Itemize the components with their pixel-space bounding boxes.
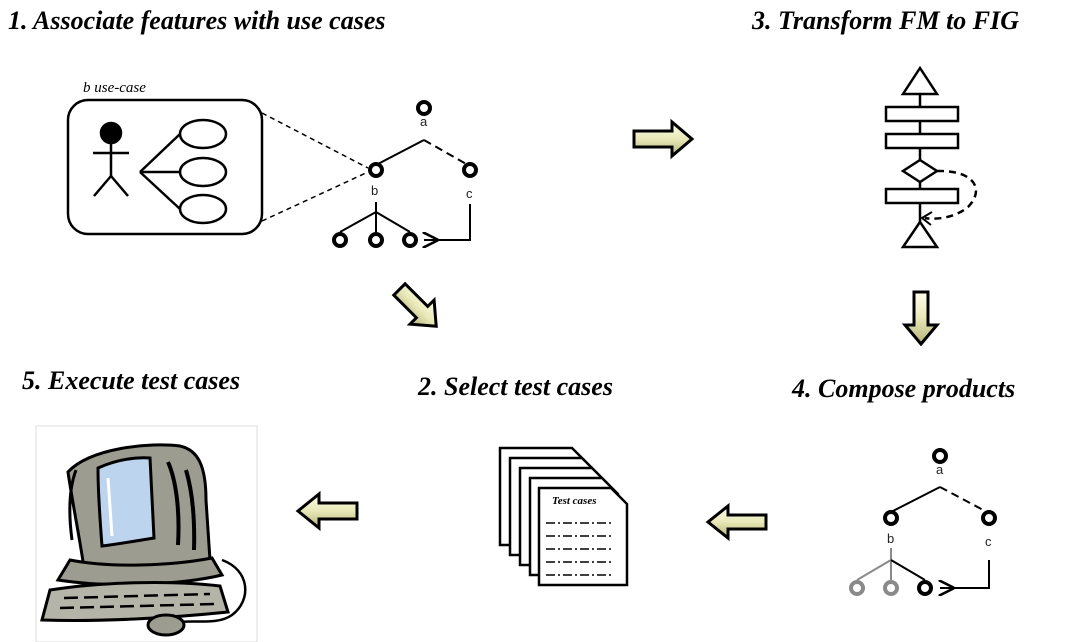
fig-dashed-loop [924, 169, 978, 220]
step5-title: 5. Execute test cases [22, 366, 241, 395]
compose-node-a [932, 448, 948, 464]
flow-arrow-step1-to-step3 [632, 118, 695, 160]
flow-arrow-step3-to-step4 [901, 290, 941, 347]
feature-label-a: a [420, 114, 428, 129]
step3-title: 3. Transform FM to FIG [752, 6, 1020, 35]
flow-arrow-step1-to-step2 [391, 281, 438, 328]
fig-block-1 [884, 105, 960, 123]
callout-line-top [261, 112, 369, 169]
fig-diagram [884, 65, 978, 249]
compose-label-a: a [936, 462, 944, 477]
compose-label-c: c [985, 534, 992, 549]
feature-label-b: b [371, 183, 378, 198]
step4-title: 4. Compose products [792, 374, 1016, 403]
compose-node-c [981, 510, 997, 526]
compose-label-b: b [887, 531, 894, 546]
feature-node-a [416, 100, 432, 116]
computer-icon [35, 425, 258, 642]
compose-tree: a b c [849, 448, 997, 596]
step2-title: 2. Select test cases [418, 372, 613, 401]
feature-node-b1 [332, 232, 348, 248]
usecase-ellipses [139, 118, 228, 225]
usecase-box-label: b use-case [83, 80, 146, 96]
feature-node-b3 [402, 232, 418, 248]
fig-end-triangle [900, 219, 940, 249]
feature-node-b [368, 162, 384, 178]
test-cases-table [546, 522, 614, 576]
compose-node-b3 [917, 580, 933, 596]
test-cases-doc-title: Test cases [552, 495, 597, 507]
step1-title: 1. Associate features with use cases [8, 6, 386, 35]
flow-arrow-step2-to-step5 [295, 490, 359, 532]
flow-arrow-step4-to-step2 [705, 502, 768, 542]
feature-node-b2 [368, 232, 384, 248]
compose-node-b1 [849, 580, 865, 596]
actor-icon [93, 121, 129, 197]
compose-node-b [883, 510, 899, 526]
feature-node-c [462, 162, 478, 178]
usecase-group: b use-case [66, 80, 369, 236]
fig-decision [900, 158, 940, 184]
usecase-box [66, 98, 264, 236]
callout-line-bottom [261, 171, 369, 222]
compose-node-b2 [883, 580, 899, 596]
fig-block-3 [884, 187, 960, 205]
feature-tree: a b c [332, 100, 478, 248]
feature-label-c: c [466, 186, 473, 201]
document-stack-icon [498, 446, 629, 587]
fig-start-triangle [900, 65, 940, 96]
fig-block-2 [884, 132, 960, 150]
